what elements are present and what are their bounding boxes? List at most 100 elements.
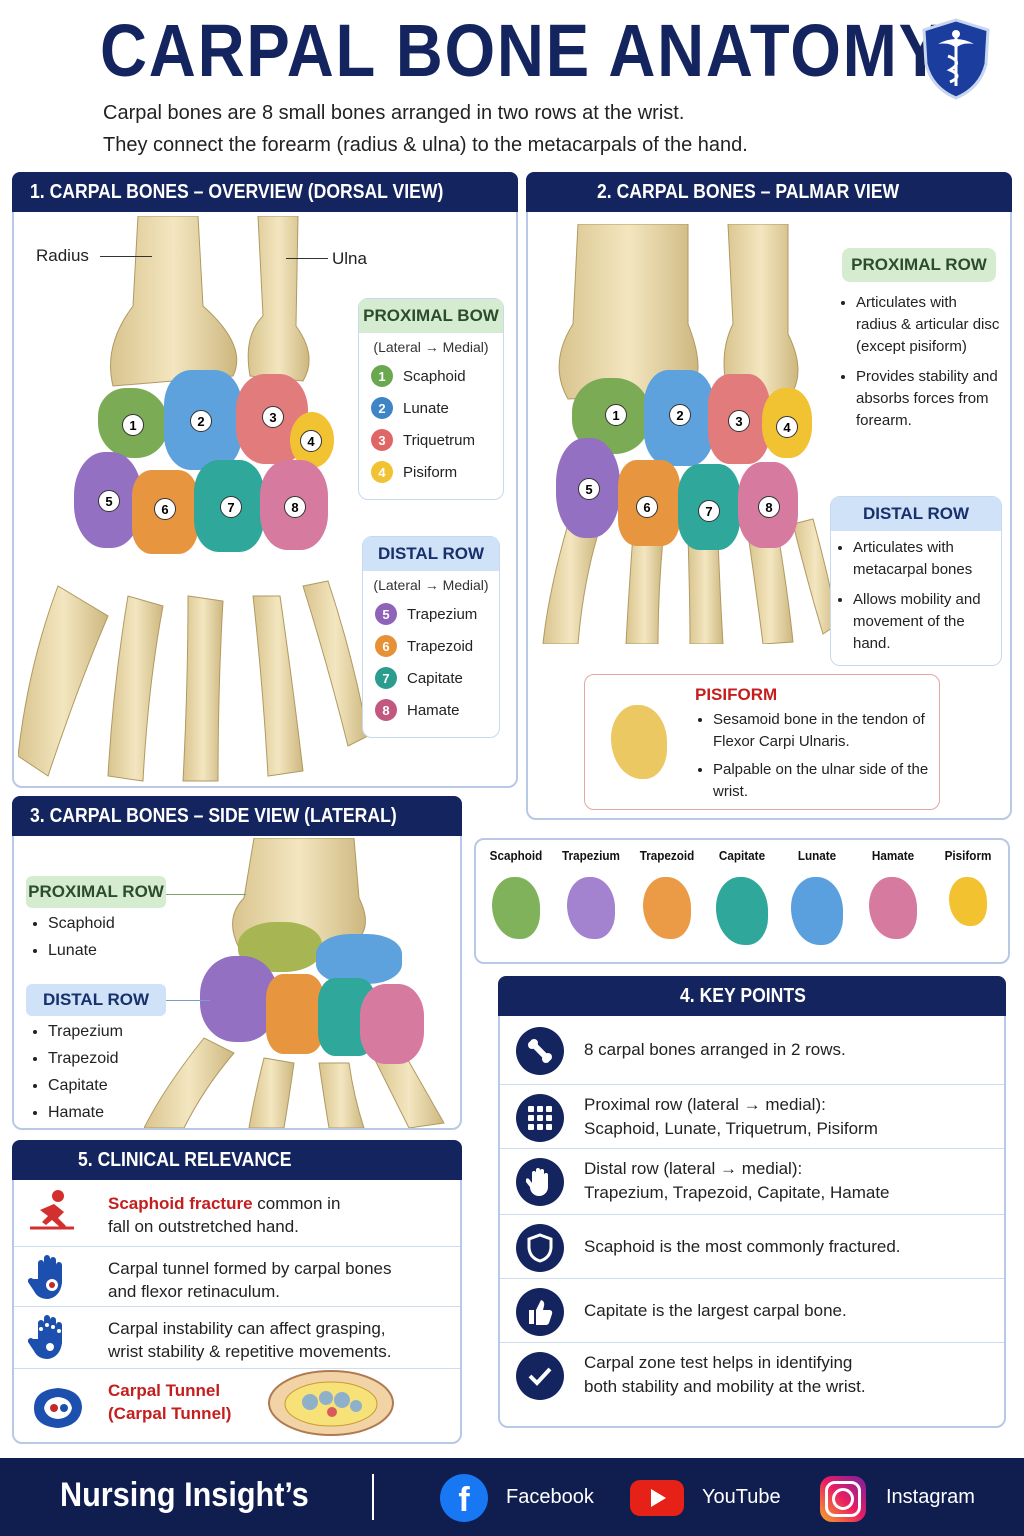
intro-line-2: They connect the forearm (radius & ulna)… — [103, 134, 748, 156]
carpal-tunnel-cross-section — [268, 1370, 394, 1436]
clinical-line-2: (Carpal Tunnel) — [108, 1404, 232, 1423]
bullet-point: Capitate — [48, 1072, 123, 1099]
section-3-heading: 3. CARPAL BONES – SIDE VIEW (LATERAL) — [12, 796, 462, 836]
falling-person-icon — [28, 1188, 78, 1239]
bullet-point: Trapezoid — [48, 1045, 123, 1072]
lateral-proximal-title: PROXIMAL ROW — [26, 876, 166, 908]
marker-2: 2 — [190, 410, 212, 432]
gallery-item: Scaphoid — [480, 848, 552, 945]
lateral-distal-list: TrapeziumTrapezoidCapitateHamate — [30, 1018, 123, 1126]
shield-icon — [516, 1224, 564, 1272]
trapezium-lateral — [200, 956, 278, 1042]
hand-tunnel-icon — [27, 1253, 74, 1308]
key-point-line-1: Distal row (lateral → medial): — [584, 1159, 803, 1178]
radius-leader-line — [100, 256, 152, 257]
bullet-point: Palpable on the ulnar side of the wrist. — [713, 759, 931, 803]
bone-shape — [791, 877, 844, 945]
gallery-item: Capitate — [706, 848, 778, 945]
footer-divider — [372, 1474, 374, 1520]
check-icon — [516, 1352, 564, 1400]
gallery-label: Pisiform — [944, 848, 992, 863]
hand-joints-icon — [27, 1313, 74, 1368]
number-badge: 2 — [371, 397, 393, 419]
dorsal-wrist-illustration — [18, 216, 369, 782]
palmar-marker-4: 4 — [776, 416, 798, 438]
palmar-proximal-points: Articulates with radius & articular disc… — [838, 292, 1000, 432]
marker-7: 7 — [220, 496, 242, 518]
bone-list-item: 4 Pisiform — [371, 461, 503, 483]
intro-line-1: Carpal bones are 8 small bones arranged … — [103, 102, 685, 124]
facebook-link[interactable]: Facebook — [506, 1486, 594, 1508]
bone-shape — [868, 877, 917, 940]
palmar-marker-3: 3 — [728, 410, 750, 432]
footer-brand: Nursing Insight’s — [60, 1476, 309, 1514]
bone-name: Capitate — [407, 669, 463, 687]
key-point-line-1: Proximal row (lateral → medial): — [584, 1095, 826, 1114]
instagram-icon[interactable] — [820, 1476, 866, 1522]
bone-name: Trapezoid — [407, 637, 474, 655]
bullet-point: Provides stability and absorbs forces fr… — [856, 366, 1000, 432]
bullet-point: Scaphoid — [48, 910, 115, 937]
section-4-heading: 4. KEY POINTS — [498, 976, 1006, 1016]
gallery-label: Trapezium — [562, 848, 621, 863]
palmar-distal-title: DISTAL ROW — [831, 497, 1001, 531]
lateral-wrist-illustration — [144, 838, 445, 1128]
bone-name: Scaphoid — [403, 367, 466, 385]
number-badge: 4 — [371, 461, 393, 483]
bone-shape — [949, 877, 988, 927]
clinical-highlight: Scaphoid fracture — [108, 1194, 253, 1213]
key-point-line-1: 8 carpal bones arranged in 2 rows. — [584, 1040, 846, 1059]
key-point-line-2: both stability and mobility at the wrist… — [584, 1377, 866, 1396]
number-badge: 5 — [375, 603, 397, 625]
lunate-lateral — [316, 934, 402, 984]
clinical-line-2: and flexor retinaculum. — [108, 1282, 280, 1301]
section-1-heading: 1. CARPAL BONES – OVERVIEW (DORSAL VIEW) — [12, 172, 518, 212]
trapezoid-lateral — [266, 974, 324, 1054]
youtube-link[interactable]: YouTube — [702, 1486, 781, 1508]
key-point-text: Capitate is the largest carpal bone. — [584, 1299, 847, 1323]
proximal-leader-line — [166, 894, 246, 895]
section-palmar-view: 2. CARPAL BONES – PALMAR VIEW 1 2 3 4 5 … — [526, 172, 1012, 820]
instagram-link[interactable]: Instagram — [886, 1486, 975, 1508]
key-point-row: 8 carpal bones arranged in 2 rows. — [500, 1018, 1004, 1082]
gallery-item: Pisiform — [932, 848, 1004, 945]
key-point-text: 8 carpal bones arranged in 2 rows. — [584, 1038, 846, 1062]
gallery-label: Scaphoid — [489, 848, 543, 863]
key-point-row: Capitate is the largest carpal bone. — [500, 1278, 1004, 1342]
facebook-icon[interactable]: f — [440, 1474, 488, 1522]
key-point-row: Proximal row (lateral → medial):Scaphoid… — [500, 1084, 1004, 1148]
palmar-proximal-box: PROXIMAL ROW Articulates with radius & a… — [834, 248, 1000, 440]
key-point-line-2: Trapezium, Trapezoid, Capitate, Hamate — [584, 1183, 890, 1202]
palmar-marker-7: 7 — [698, 500, 720, 522]
palmar-distal-points: Articulates with metacarpal bonesAllows … — [835, 537, 1001, 655]
key-point-text: Proximal row (lateral → medial):Scaphoid… — [584, 1093, 878, 1141]
clinical-text: Carpal Tunnel(Carpal Tunnel) — [108, 1379, 231, 1425]
marker-4: 4 — [300, 430, 322, 452]
section-lateral-view: 3. CARPAL BONES – SIDE VIEW (LATERAL) PR… — [12, 796, 462, 1130]
gallery-item: Lunate — [781, 848, 853, 945]
palmar-distal-box: DISTAL ROW Articulates with metacarpal b… — [830, 496, 1002, 666]
palmar-marker-5: 5 — [578, 478, 600, 500]
ulna-leader-line — [286, 258, 328, 259]
key-point-line-1: Capitate is the largest carpal bone. — [584, 1301, 847, 1320]
youtube-icon[interactable] — [630, 1480, 684, 1516]
key-point-line-1: Scaphoid is the most commonly fractured. — [584, 1237, 901, 1256]
bullet-point: Sesamoid bone in the tendon of Flexor Ca… — [713, 709, 931, 753]
gallery-item: Trapezium — [555, 848, 627, 945]
bone-name: Pisiform — [403, 463, 458, 481]
gallery-label: Hamate — [871, 848, 914, 863]
section-key-points: 4. KEY POINTS 8 carpal bones arranged in… — [498, 976, 1006, 1428]
palmar-marker-8: 8 — [758, 496, 780, 518]
distal-box-subtitle: (Lateral → Medial) — [373, 577, 489, 593]
hand-icon — [516, 1158, 564, 1206]
